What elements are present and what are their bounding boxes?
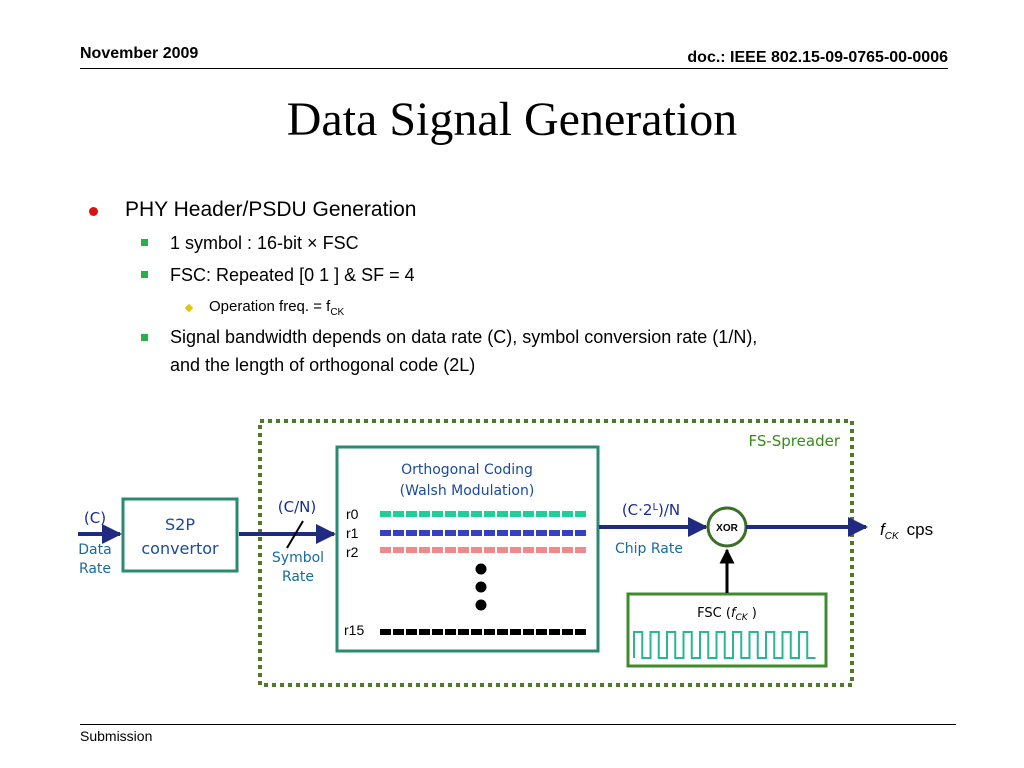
fsc-sub: CK <box>735 613 748 623</box>
row-label-r1: r1 <box>346 525 359 541</box>
symbol-caption-1: Symbol <box>272 550 324 566</box>
bullet-marker-red <box>89 207 98 216</box>
chip-rate-sup: L <box>652 502 658 513</box>
bullet-marker-green <box>141 334 148 341</box>
s2p-label-2: convertor <box>141 539 219 558</box>
symbol-rate-value: (C/N) <box>278 498 316 516</box>
input-caption-2: Rate <box>79 561 111 577</box>
output-f: f <box>880 520 887 539</box>
xor-label: XOR <box>716 523 738 534</box>
fsc-suffix: ) <box>748 606 757 621</box>
fs-spreader-label: FS-Spreader <box>748 432 840 450</box>
bullet-sub-2a: Operation freq. = fCK <box>209 298 344 318</box>
bullet-sub-2: FSC: Repeated [0 1 ] & SF = 4 <box>170 265 415 285</box>
fsc-f: f <box>731 606 738 621</box>
bullet-marker-green <box>141 271 148 278</box>
chip-rate-prefix: (C·2 <box>622 501 653 519</box>
bullet-list: PHY Header/PSDU Generation 1 symbol : 16… <box>89 198 758 375</box>
bus-slash <box>286 520 304 549</box>
fsc-prefix: FSC ( <box>697 606 731 621</box>
chip-rate-label: (C·2L)/N <box>622 501 680 519</box>
bullet-sub-2a-text: Operation freq. = f <box>209 298 331 315</box>
output-label: fCK cps <box>880 520 933 542</box>
output-sub: CK <box>885 531 900 542</box>
header-divider <box>80 68 948 69</box>
bullet-marker-green <box>141 239 148 246</box>
header-date: November 2009 <box>80 45 199 62</box>
input-rate-label: (C) <box>84 509 106 527</box>
bullet-sub-2a-subscript: CK <box>330 307 345 318</box>
fs-spreader-container <box>258 419 854 687</box>
bullet-sub-3-line2: and the length of orthogonal code (2L) <box>170 355 476 375</box>
chip-rate-suffix: )/N <box>658 501 680 519</box>
bullet-sub-1: 1 symbol : 16-bit × FSC <box>170 233 359 253</box>
coding-label-2: (Walsh Modulation) <box>400 483 535 499</box>
footer-divider <box>80 724 956 725</box>
footer-submission: Submission <box>80 728 153 744</box>
s2p-label-1: S2P <box>165 515 195 534</box>
bullet-sub-3-line1: Signal bandwidth depends on data rate (C… <box>170 327 758 347</box>
symbol-caption-2: Rate <box>282 569 314 585</box>
row-label-r2: r2 <box>346 544 359 560</box>
row-label-r15: r15 <box>344 622 364 638</box>
output-unit: cps <box>907 520 933 539</box>
fsc-box <box>626 592 828 668</box>
header-doc-id: doc.: IEEE 802.15-09-0765-00-0006 <box>687 49 948 66</box>
row-label-r0: r0 <box>346 506 359 522</box>
ellipsis-dot <box>475 581 487 593</box>
ellipsis-dot <box>475 563 487 575</box>
slide-title: Data Signal Generation <box>286 93 738 146</box>
ellipsis-dot <box>475 599 487 611</box>
bullet-main: PHY Header/PSDU Generation <box>125 198 417 221</box>
chip-rate-caption: Chip Rate <box>615 541 683 557</box>
s2p-convertor-box <box>121 497 239 573</box>
fsc-label: FSC (fCK ) <box>697 606 757 623</box>
input-caption-1: Data <box>78 542 111 558</box>
fsc-square-wave <box>633 631 816 659</box>
coding-label-1: Orthogonal Coding <box>401 462 533 478</box>
